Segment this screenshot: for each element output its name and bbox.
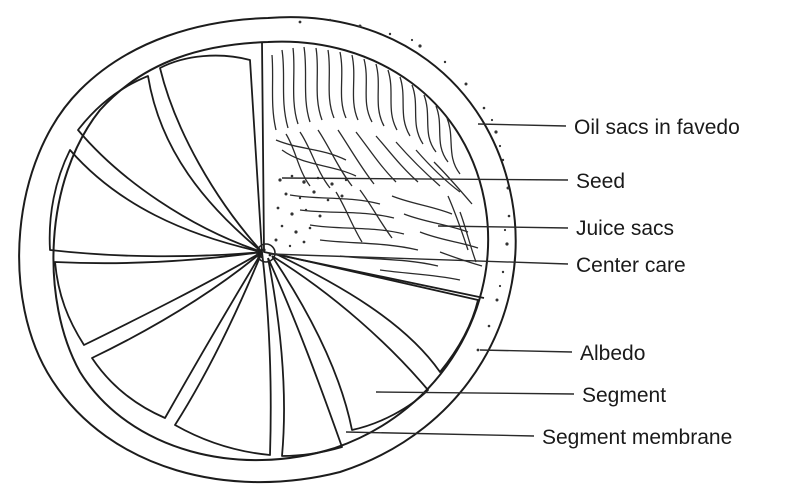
segment-membrane [55,252,262,345]
label-segment-membrane: Segment membrane [542,426,732,449]
label-oil-sacs: Oil sacs in favedo [574,116,740,139]
leader-oil-sacs [478,124,566,126]
leader-segment-membrane [346,432,534,436]
segment-membranes [50,42,484,456]
juice-sacs-texture [272,47,482,280]
outer-rind-outline [19,17,516,482]
label-seed: Seed [576,170,625,193]
label-center-core: Center care [576,254,686,277]
leader-albedo [480,350,572,352]
leader-segment [376,392,574,394]
label-juice-sacs: Juice sacs [576,217,674,240]
segment-membrane [92,252,262,418]
segment-membrane [268,258,342,456]
label-albedo: Albedo [580,342,645,365]
leader-juice-sacs [438,226,568,228]
label-segment: Segment [582,384,666,407]
